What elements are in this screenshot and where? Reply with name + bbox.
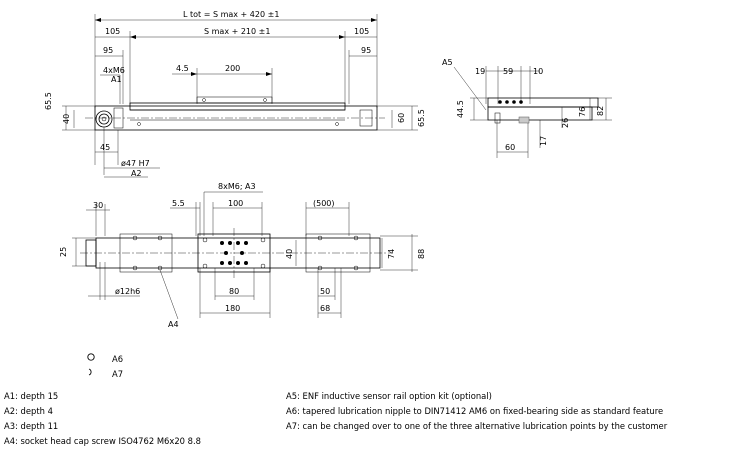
- label-a4: A4: [168, 320, 179, 329]
- note-a3: A3: depth 11: [4, 421, 59, 431]
- dim-59: 59: [503, 67, 513, 76]
- dim-95-left: 95: [103, 46, 113, 55]
- dim-5-5: 5.5: [172, 199, 185, 208]
- dim-s-max: S max + 210 ±1: [204, 27, 270, 36]
- dim-82: 82: [596, 106, 605, 116]
- dim-65-5-left: 65.5: [44, 92, 53, 110]
- dim-105-right: 105: [354, 27, 369, 36]
- dim-12h6: ø12h6: [115, 287, 140, 296]
- note-a1: A1: depth 15: [4, 391, 59, 401]
- dim-60-right: 60: [397, 113, 406, 123]
- dim-500: (500): [313, 199, 335, 208]
- circle-symbol-icon: [86, 352, 112, 367]
- note-a6: A6: tapered lubrication nipple to DIN714…: [286, 406, 664, 416]
- legend-item-a6: A6: [86, 352, 123, 367]
- dim-40-top: 40: [285, 249, 294, 259]
- dim-47h7: ø47 H7: [121, 159, 150, 168]
- dim-19: 19: [475, 67, 485, 76]
- dim-88: 88: [417, 249, 426, 259]
- dim-17: 17: [539, 136, 548, 146]
- note-a2: A2: depth 4: [4, 406, 53, 416]
- open-arc-symbol-icon: [86, 367, 112, 382]
- note-a4: A4: socket head cap screw ISO4762 M6x20 …: [4, 436, 201, 446]
- label-8xm6-a3: 8xM6; A3: [218, 182, 256, 191]
- dim-40-left: 40: [62, 114, 71, 124]
- side-view: A5 19 59 10 44.5 76 82 26 17: [442, 58, 612, 158]
- legend-label-a6: A6: [112, 354, 124, 364]
- label-4xm6: 4xM6: [103, 66, 125, 75]
- notes-left: A1: depth 15 A2: depth 4 A3: depth 11 A4…: [4, 389, 201, 449]
- dim-10: 10: [533, 67, 543, 76]
- dim-45: 45: [100, 143, 110, 152]
- dim-200: 200: [225, 64, 240, 73]
- label-a5: A5: [442, 58, 453, 67]
- dim-95-right: 95: [361, 46, 371, 55]
- dim-l-tot: L tot = S max + 420 ±1: [183, 10, 279, 19]
- front-view: L tot = S max + 420 ±1 S max + 210 ±1 10…: [44, 10, 426, 178]
- dim-44-5: 44.5: [456, 100, 465, 118]
- legend: A6 A7: [86, 352, 123, 382]
- note-a7: A7: can be changed over to one of the th…: [286, 421, 668, 431]
- dim-76: 76: [578, 107, 587, 117]
- dim-180: 180: [225, 304, 240, 313]
- label-a1: A1: [111, 75, 122, 84]
- dim-65-5-right: 65.5: [417, 109, 426, 127]
- dim-100: 100: [228, 199, 243, 208]
- legend-label-a7: A7: [112, 369, 124, 379]
- dim-74: 74: [387, 249, 396, 259]
- dim-68: 68: [320, 304, 330, 313]
- dim-26: 26: [561, 118, 570, 128]
- label-a2: A2: [131, 169, 142, 178]
- dim-30: 30: [93, 201, 103, 210]
- note-a5: A5: ENF inductive sensor rail option kit…: [286, 391, 492, 401]
- dim-25: 25: [59, 247, 68, 257]
- top-view: 8xM6; A3 30 5.5 100 (500): [59, 182, 426, 329]
- notes-right: A5: ENF inductive sensor rail option kit…: [286, 389, 667, 434]
- dim-4-5: 4.5: [176, 64, 189, 73]
- dim-50: 50: [320, 287, 330, 296]
- dim-60-side: 60: [505, 143, 515, 152]
- legend-item-a7: A7: [86, 367, 123, 382]
- dim-80: 80: [229, 287, 239, 296]
- dim-105-left: 105: [105, 27, 120, 36]
